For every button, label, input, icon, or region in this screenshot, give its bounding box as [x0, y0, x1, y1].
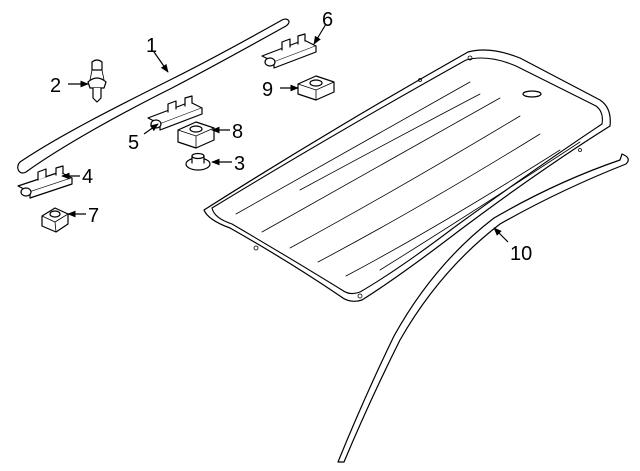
weatherstrip-seal-part: [337, 153, 629, 463]
callout-1: 1: [146, 35, 157, 57]
callout-8: 8: [232, 121, 243, 143]
callout-4: 4: [82, 166, 93, 188]
retainer-nut-center-part: [177, 121, 215, 149]
callout-9: 9: [262, 79, 273, 101]
callout-2: 2: [50, 75, 61, 97]
leader-lines: [61, 23, 509, 243]
molding-clip-front-part: [17, 165, 73, 199]
callout-3: 3: [234, 153, 245, 175]
callout-6: 6: [322, 9, 333, 31]
grommet-part: [185, 152, 211, 171]
callout-5: 5: [128, 132, 139, 154]
push-pin-clip-part: [87, 59, 107, 103]
retainer-nut-rear-part: [297, 75, 335, 101]
callout-7: 7: [88, 205, 99, 227]
roof-molding-part: [17, 18, 290, 174]
molding-clip-rear-part: [261, 33, 317, 69]
retainer-nut-front-part: [41, 207, 69, 233]
callout-10: 10: [510, 243, 532, 265]
roof-panel-part: [203, 49, 611, 302]
